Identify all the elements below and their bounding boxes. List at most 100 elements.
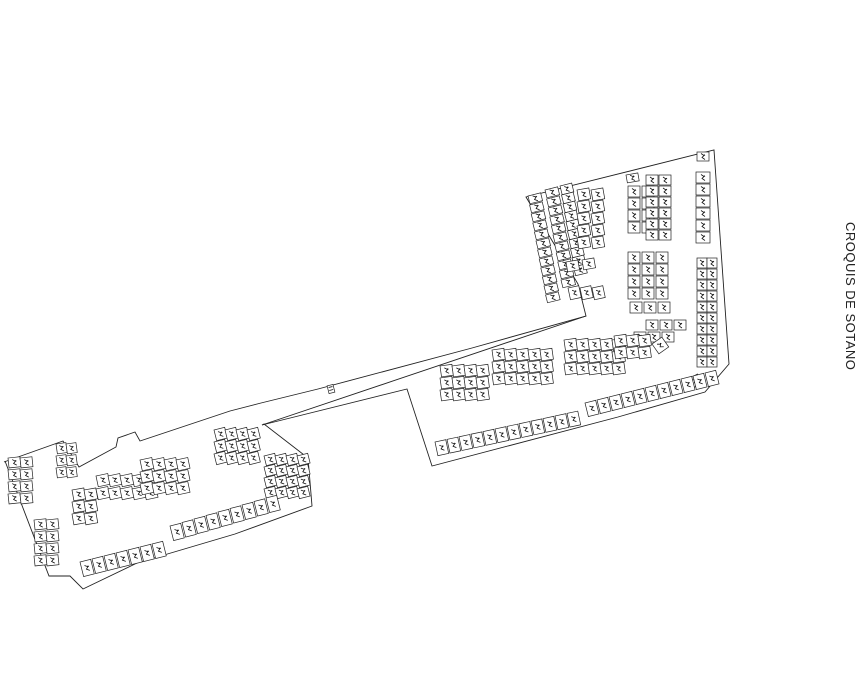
parking-stall (119, 486, 135, 501)
car-symbol-icon (50, 545, 55, 552)
parking-stall (641, 275, 655, 288)
car-symbol-icon (631, 290, 637, 297)
parking-stall (555, 249, 572, 262)
parking-stall (285, 452, 300, 467)
car-symbol-icon (520, 363, 526, 370)
parking-stall (475, 387, 490, 402)
car-symbol-icon (228, 455, 235, 461)
car-symbol-icon (565, 279, 572, 286)
car-symbol-icon (523, 426, 529, 433)
car-symbol-icon (601, 402, 607, 409)
parking-stall (139, 457, 155, 472)
parking-stall (645, 174, 659, 186)
parking-stall (591, 285, 606, 301)
car-symbol-icon (168, 461, 174, 468)
parking-stall (706, 323, 718, 335)
car-symbol-icon (300, 478, 307, 485)
parking-stall (503, 359, 518, 374)
car-symbol-icon (217, 455, 224, 461)
parking-stall (590, 211, 606, 226)
car-symbol-icon (24, 483, 29, 490)
car-symbol-icon (589, 405, 595, 412)
car-symbol-icon (570, 222, 576, 228)
car-symbol-icon (633, 304, 639, 311)
parking-stall (175, 469, 191, 484)
car-symbol-icon (496, 375, 502, 382)
parking-stall (627, 185, 641, 198)
parking-stall (439, 387, 454, 402)
car-symbol-icon (217, 443, 224, 449)
car-symbol-icon (538, 231, 545, 238)
parking-stall (627, 209, 641, 222)
car-symbol-icon (661, 304, 667, 311)
car-symbol-icon (444, 367, 450, 374)
parking-stall (655, 251, 669, 264)
parking-stall (7, 480, 22, 493)
car-symbol-icon (709, 336, 715, 344)
car-symbol-icon (12, 471, 17, 478)
parking-stall (175, 481, 191, 496)
parking-stall (570, 245, 585, 259)
car-symbol-icon (631, 188, 637, 195)
parking-stall (655, 275, 669, 288)
parking-stall (533, 228, 550, 241)
parking-stall (217, 508, 233, 527)
parking-stall (627, 221, 641, 234)
car-symbol-icon (677, 321, 683, 329)
car-symbol-icon (645, 278, 651, 285)
car-symbol-icon (136, 490, 142, 497)
parking-stall (515, 359, 530, 374)
car-symbol-icon (568, 213, 575, 219)
car-symbol-icon (564, 186, 570, 192)
car-symbol-icon (258, 504, 264, 511)
car-symbol-icon (649, 220, 655, 228)
car-symbol-icon (267, 467, 274, 474)
parking-stall (296, 474, 311, 489)
parking-stall (65, 454, 78, 467)
car-symbol-icon (508, 375, 514, 382)
parking-stall (181, 519, 197, 538)
parking-stall (696, 257, 708, 269)
parking-stall (229, 505, 245, 524)
drawing-title: CROQUIS DE SOTANO (843, 222, 858, 371)
parking-stall (641, 287, 655, 300)
parking-stall (706, 356, 718, 368)
car-symbol-icon (568, 365, 574, 372)
car-symbol-icon (709, 303, 715, 311)
car-symbol-icon (278, 467, 285, 474)
car-symbol-icon (592, 353, 598, 360)
parking-stall (224, 426, 239, 442)
parking-stall (33, 530, 48, 543)
parking-stall (491, 359, 506, 374)
car-symbol-icon (132, 553, 138, 559)
parking-stall (503, 371, 518, 386)
car-symbol-icon (168, 473, 174, 480)
car-symbol-icon (557, 234, 564, 241)
parking-stall (71, 511, 87, 526)
car-symbol-icon (228, 443, 235, 449)
car-symbol-icon (267, 456, 274, 463)
parking-stall (608, 393, 624, 412)
parking-stall (265, 494, 281, 513)
car-symbol-icon (709, 358, 715, 366)
car-symbol-icon (631, 278, 637, 285)
car-symbol-icon (699, 259, 705, 267)
car-symbol-icon (709, 281, 715, 289)
parking-stall (33, 554, 48, 567)
car-symbol-icon (595, 215, 601, 222)
car-symbol-icon (267, 489, 274, 496)
parking-stall (645, 196, 659, 208)
car-symbol-icon (659, 254, 665, 261)
parking-stall (83, 499, 99, 514)
parking-stall (527, 347, 542, 362)
car-symbol-icon (645, 254, 651, 261)
car-symbol-icon (544, 375, 550, 382)
car-symbol-icon (468, 379, 474, 386)
car-symbol-icon (645, 266, 651, 273)
car-symbol-icon (50, 533, 55, 540)
parking-stall (637, 345, 652, 360)
parking-stall (575, 361, 590, 376)
car-symbol-icon (532, 351, 538, 358)
parking-stall (554, 240, 570, 253)
parking-stall (263, 463, 278, 478)
